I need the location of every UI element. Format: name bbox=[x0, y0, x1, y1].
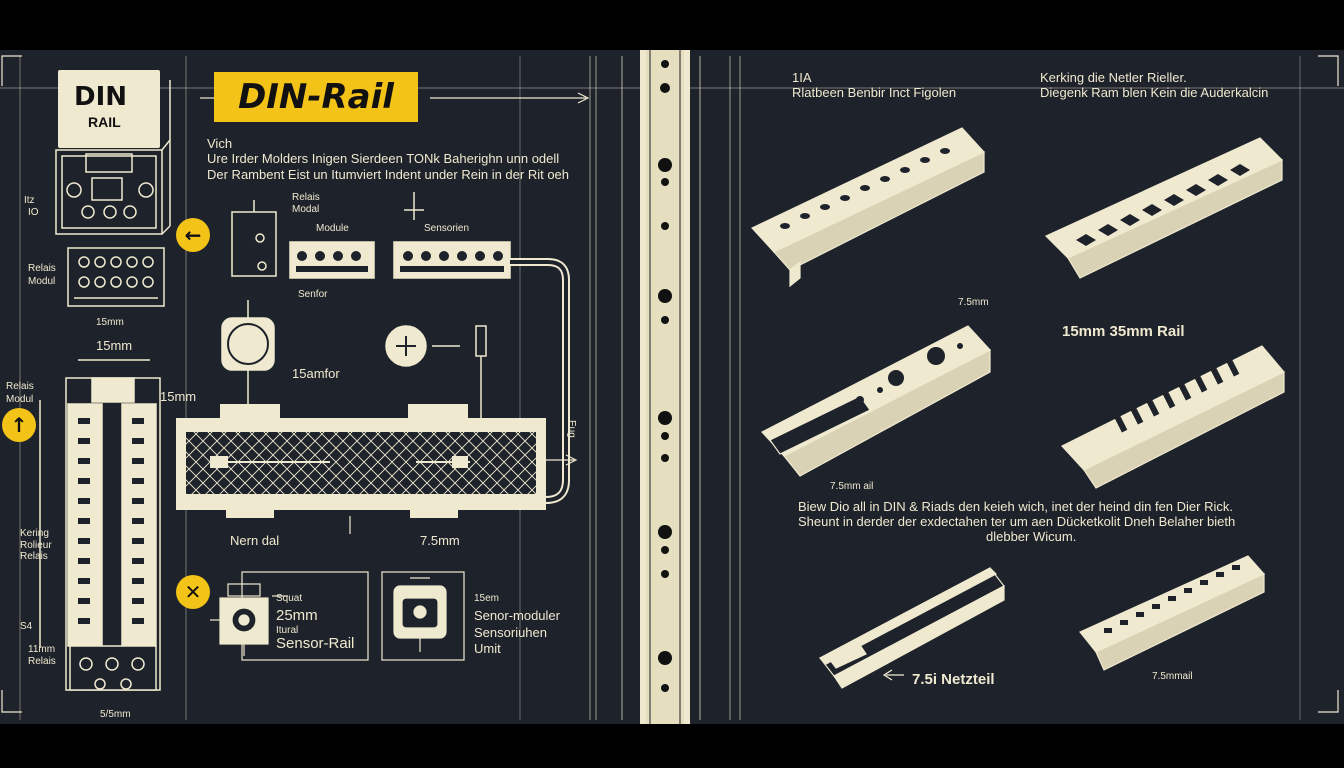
intro-line1: Ure Irder Molders Inigen Sierdeen TONk B… bbox=[207, 151, 560, 166]
relay-module bbox=[231, 200, 277, 277]
arrow-left-icon: ← bbox=[176, 218, 210, 252]
label-rail-top-dim: 15mm bbox=[96, 338, 133, 353]
bottom-letterbox bbox=[0, 724, 1344, 768]
close-icon: ✕ bbox=[176, 575, 210, 609]
label-sensoren: Sensorien bbox=[424, 223, 470, 234]
mesh-rail bbox=[176, 404, 546, 518]
intro-line2: Der Rambent Eist un Itumviert Indent und… bbox=[207, 167, 570, 182]
din-box-line2: RAIL bbox=[88, 114, 121, 130]
page-title: DIN-Rail bbox=[238, 77, 394, 117]
label-7-5mm-center: 7.5mm bbox=[420, 533, 460, 548]
label-itz: Itz bbox=[24, 195, 35, 206]
label-bottom-dim: 5/5mm bbox=[100, 709, 131, 720]
label-io: IO bbox=[28, 207, 39, 218]
label-keruing: Kering Rolieur Relais bbox=[20, 528, 52, 562]
label-25mm: 25mm bbox=[276, 607, 318, 624]
label-s4: S4 bbox=[20, 621, 33, 632]
sensor-rail-box bbox=[210, 571, 369, 661]
right-dim-7-5c: 7.5mmail bbox=[1152, 671, 1193, 682]
rail-iso-5 bbox=[819, 567, 1005, 689]
label-15amfor: 15amfor bbox=[292, 366, 340, 381]
label-11mm: 11mm Relais bbox=[28, 644, 56, 667]
vertical-rail bbox=[640, 50, 690, 724]
label-sensoriuhen: Sensoriuhen bbox=[474, 625, 547, 640]
din-rail-device: DIN RAIL bbox=[58, 70, 160, 148]
right-para-2: Sheunt in derder der exdectahen ter um a… bbox=[798, 514, 1236, 529]
label-sensor-moduler: Senor-moduler bbox=[474, 608, 560, 623]
top-letterbox bbox=[0, 0, 1344, 50]
right-head-left-2: Rlatbeen Benbir Inct Figolen bbox=[792, 85, 957, 100]
rail-iso-4 bbox=[1061, 345, 1285, 489]
label-side-dim: Eug bbox=[566, 420, 577, 438]
rail-iso-6 bbox=[1079, 555, 1265, 671]
label-rail-right-dim: 15mm bbox=[160, 389, 197, 404]
intro-line0: Vich bbox=[207, 136, 233, 151]
label-15mm-under: 15mm bbox=[96, 317, 124, 328]
rail-iso-3 bbox=[761, 325, 991, 477]
right-para-3: dlebber Wicum. bbox=[986, 529, 1077, 544]
title-banner: DIN-Rail bbox=[214, 72, 418, 122]
din-box-line1: DIN bbox=[74, 82, 128, 112]
right-para-1: Biew Dio all in DIN & Riads den keieh wi… bbox=[798, 499, 1233, 514]
label-relais-modal: Relais Modal bbox=[292, 192, 320, 215]
label-itural: Itural bbox=[276, 625, 299, 636]
right-dim-7-5b: 7.5mm ail bbox=[830, 481, 874, 492]
label-senfor: Senfor bbox=[298, 289, 328, 300]
arrow-up-icon: ↑ bbox=[2, 408, 36, 442]
right-head-right-2: Diegenk Ram blen Kein die Auderkalcin bbox=[1040, 85, 1269, 100]
device-block bbox=[55, 80, 171, 235]
right-head-left-1: 1IA bbox=[792, 70, 812, 85]
label-15em: 15em bbox=[474, 593, 500, 604]
label-sensor-rail: Sensor-Rail bbox=[276, 635, 355, 652]
right-netzteil: 7.5i Netzteil bbox=[912, 671, 995, 688]
label-squat: Squat bbox=[276, 593, 303, 604]
left-rails bbox=[39, 359, 161, 691]
right-dim-7-5a: 7.5mm bbox=[958, 297, 989, 308]
label-module: Module bbox=[316, 223, 349, 234]
right-rail-label: 15mm 35mm Rail bbox=[1062, 323, 1185, 340]
right-head-right-1: Kerking die Netler Rieller. bbox=[1040, 70, 1187, 85]
relay-small bbox=[67, 247, 165, 307]
sensor-module-box bbox=[381, 571, 465, 661]
label-relais-left: Relais Modul bbox=[28, 263, 56, 287]
label-relais-modul2: Relais Modul bbox=[6, 381, 34, 405]
terminal-block-2 bbox=[393, 241, 511, 279]
label-umit: Umit bbox=[474, 641, 501, 656]
label-nem-dal: Nern dal bbox=[230, 533, 280, 548]
rail-iso-2 bbox=[1044, 137, 1284, 279]
